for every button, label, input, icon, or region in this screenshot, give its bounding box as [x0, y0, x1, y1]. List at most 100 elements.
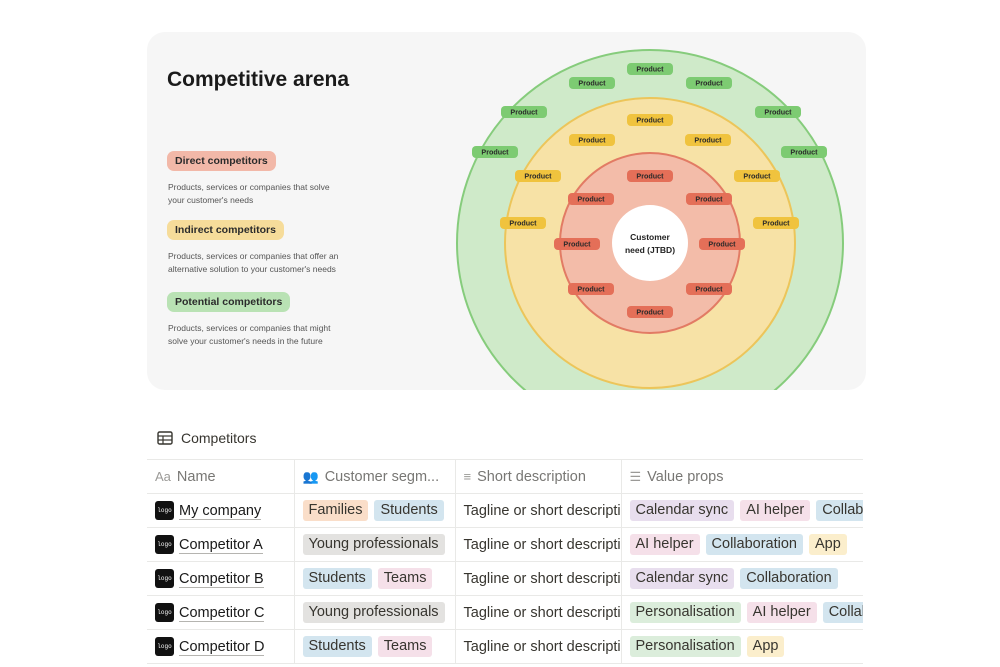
- tag-chip[interactable]: AI helper: [746, 602, 817, 623]
- description-cell[interactable]: Tagline or short description: [455, 629, 622, 664]
- direct-competitors-badge: Direct competitors: [167, 151, 276, 171]
- text-icon: Aa: [155, 468, 171, 484]
- tag-chip[interactable]: Personalisation: [629, 636, 741, 657]
- tag-chip[interactable]: Personalisation: [629, 602, 741, 623]
- lines-icon: ≡: [463, 468, 472, 484]
- svg-text:Product: Product: [762, 219, 790, 228]
- competitive-arena-card: Competitive arena Direct competitors Pro…: [147, 32, 866, 390]
- description-cell[interactable]: Tagline or short description: [455, 527, 622, 562]
- tag-chip[interactable]: Calendar sync: [629, 500, 735, 521]
- svg-text:Product: Product: [509, 219, 537, 228]
- potential-product-pill: Product: [686, 77, 732, 89]
- svg-text:Product: Product: [695, 79, 723, 88]
- potential-competitors-badge: Potential competitors: [167, 292, 291, 312]
- tag-chip[interactable]: Families: [302, 500, 369, 521]
- svg-text:Product: Product: [524, 172, 552, 181]
- description-cell[interactable]: Tagline or short description: [455, 561, 622, 596]
- direct-product-pill: Product: [627, 170, 673, 182]
- company-logo-icon: logo: [155, 637, 174, 656]
- column-header-label: Customer segm...: [324, 468, 440, 485]
- center-label-line2: need (JTBD): [625, 245, 675, 255]
- table-row[interactable]: logo Competitor C Young professionals Tagli…: [147, 595, 863, 630]
- direct-product-pill: Product: [554, 238, 600, 250]
- svg-text:Product: Product: [577, 195, 605, 204]
- center-label-line1: Customer: [630, 232, 670, 242]
- description-cell[interactable]: Tagline or short description: [455, 595, 622, 630]
- table-row[interactable]: logo Competitor A Young professionals Tagli…: [147, 527, 863, 562]
- svg-text:Product: Product: [743, 172, 771, 181]
- potential-product-pill: Product: [472, 146, 518, 158]
- column-header-label: Value props: [647, 468, 724, 485]
- potential-competitors-desc: Products, services or companies that mig…: [168, 323, 331, 346]
- database-header[interactable]: Competitors: [157, 430, 256, 446]
- tag-chip[interactable]: App: [809, 534, 847, 555]
- tag-chip[interactable]: Collaboration: [822, 602, 863, 623]
- svg-text:Product: Product: [695, 285, 723, 294]
- tag-chip[interactable]: Young professionals: [302, 534, 445, 555]
- segment-cell[interactable]: Young professionals: [294, 527, 456, 562]
- company-name-link[interactable]: Competitor C: [179, 604, 265, 622]
- tag-chip[interactable]: Collaboration: [816, 500, 863, 521]
- company-name-link[interactable]: My company: [179, 502, 262, 520]
- tag-chip[interactable]: Young professionals: [302, 602, 445, 623]
- tag-chip[interactable]: Students: [302, 568, 372, 589]
- column-header-2[interactable]: ≡ Short description: [455, 459, 622, 494]
- column-header-label: Short description: [477, 468, 586, 485]
- name-cell[interactable]: logo Competitor A: [147, 527, 295, 562]
- tag-chip[interactable]: AI helper: [740, 500, 811, 521]
- list-icon: ☰: [629, 468, 642, 484]
- svg-text:Product: Product: [481, 148, 509, 157]
- database-title: Competitors: [181, 430, 257, 446]
- customer-need-center: [612, 205, 688, 281]
- tag-chip[interactable]: App: [746, 636, 785, 657]
- tag-chip[interactable]: Teams: [377, 636, 433, 657]
- direct-product-pill: Product: [699, 238, 745, 250]
- company-logo-icon: logo: [155, 603, 174, 622]
- svg-text:Product: Product: [694, 136, 722, 145]
- svg-text:Product: Product: [577, 285, 605, 294]
- company-name-link[interactable]: Competitor D: [179, 638, 265, 656]
- table-icon: [157, 431, 173, 445]
- tag-chip[interactable]: Students: [302, 636, 372, 657]
- company-logo-icon: logo: [155, 535, 174, 554]
- segment-cell[interactable]: Young professionals: [294, 595, 456, 630]
- tag-chip[interactable]: Students: [374, 500, 444, 521]
- name-cell[interactable]: logo Competitor C: [147, 595, 295, 630]
- svg-text:Product: Product: [790, 148, 818, 157]
- column-header-1[interactable]: 👥Customer segm...: [294, 459, 456, 494]
- svg-text:Product: Product: [510, 108, 538, 117]
- indirect-product-pill: Product: [685, 134, 731, 146]
- name-cell[interactable]: logo My company: [147, 493, 295, 528]
- company-logo-icon: logo: [155, 501, 174, 520]
- tag-chip[interactable]: Teams: [377, 568, 433, 589]
- direct-product-pill: Product: [686, 193, 732, 205]
- indirect-product-pill: Product: [500, 217, 546, 229]
- column-header-3[interactable]: ☰ Value props: [621, 459, 863, 494]
- svg-text:Product: Product: [578, 79, 606, 88]
- name-cell[interactable]: logo Competitor D: [147, 629, 295, 664]
- tag-chip[interactable]: AI helper: [629, 534, 700, 555]
- svg-text:Product: Product: [695, 195, 723, 204]
- tag-chip[interactable]: Collaboration: [705, 534, 803, 555]
- svg-text:Product: Product: [636, 116, 664, 125]
- indirect-product-pill: Product: [515, 170, 561, 182]
- description-cell[interactable]: Tagline or short description: [455, 493, 622, 528]
- company-name-link[interactable]: Competitor B: [179, 570, 264, 588]
- tag-chip[interactable]: Calendar sync: [629, 568, 735, 589]
- tag-chip[interactable]: Collaboration: [740, 568, 838, 589]
- company-name-link[interactable]: Competitor A: [179, 536, 263, 554]
